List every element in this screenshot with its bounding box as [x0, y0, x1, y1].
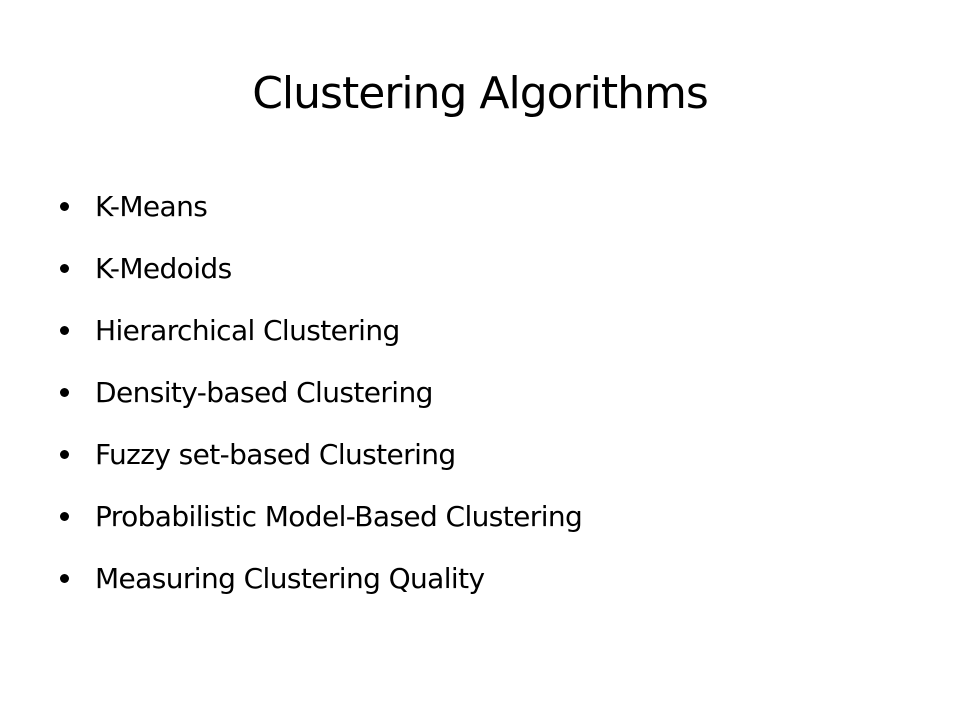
- bullet-icon: [60, 264, 69, 273]
- bullet-icon: [60, 388, 69, 397]
- bullet-icon: [60, 574, 69, 583]
- bullet-icon: [60, 202, 69, 211]
- bullet-item: Measuring Clustering Quality: [60, 548, 920, 610]
- bullet-item: Hierarchical Clustering: [60, 300, 920, 362]
- bullet-text: K-Medoids: [95, 252, 232, 285]
- bullet-item: K-Medoids: [60, 238, 920, 300]
- bullet-item: Fuzzy set-based Clustering: [60, 424, 920, 486]
- bullet-text: K-Means: [95, 190, 208, 223]
- bullet-text: Fuzzy set-based Clustering: [95, 438, 456, 471]
- bullet-text: Hierarchical Clustering: [95, 314, 400, 347]
- bullet-text: Density-based Clustering: [95, 376, 433, 409]
- bullet-item: Density-based Clustering: [60, 362, 920, 424]
- bullet-list: K-Means K-Medoids Hierarchical Clusterin…: [60, 176, 920, 610]
- bullet-item: Probabilistic Model-Based Clustering: [60, 486, 920, 548]
- bullet-text: Measuring Clustering Quality: [95, 562, 485, 595]
- slide-title: Clustering Algorithms: [252, 68, 709, 119]
- bullet-text: Probabilistic Model-Based Clustering: [95, 500, 583, 533]
- bullet-icon: [60, 512, 69, 521]
- bullet-icon: [60, 326, 69, 335]
- bullet-item: K-Means: [60, 176, 920, 238]
- bullet-icon: [60, 450, 69, 459]
